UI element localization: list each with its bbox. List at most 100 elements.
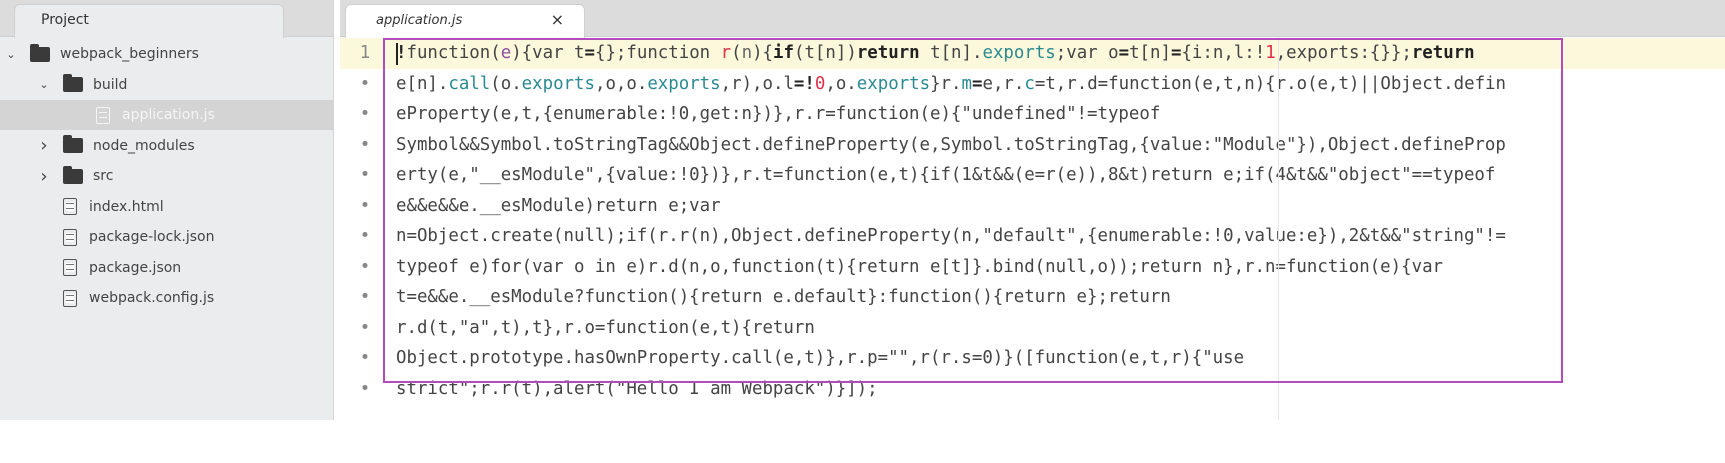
code-token: ,o,o.	[594, 73, 648, 94]
code-token: e[n].	[396, 73, 449, 94]
code-text: e&&e&&e.__esModule)return e;var	[396, 191, 721, 222]
line-number: •	[359, 195, 371, 216]
code-token: e	[500, 43, 512, 63]
code-line: • n=Object.create(null);if(r.r(n),Object.…	[340, 221, 1725, 252]
code-token: {};function	[594, 43, 721, 63]
code-token: =!	[793, 73, 815, 94]
folder-icon	[63, 165, 83, 184]
tree-item[interactable]: index.html	[0, 192, 333, 222]
code-token: eProperty(e,t,{enumerable:!0,get:n})},r.…	[396, 104, 1161, 124]
code-line: •Symbol&&Symbol.toStringTag&&Object.defi…	[340, 130, 1725, 161]
code-token: exports	[982, 43, 1056, 63]
folder-icon	[30, 43, 50, 62]
code-line: • e&&e&&e.__esModule)return e;var	[340, 191, 1725, 222]
line-number: •	[359, 226, 371, 246]
code-text: !function(e){var t={};function r(n){if(t…	[396, 38, 1475, 69]
editor-tab-bar: application.js ×	[340, 0, 1725, 38]
tree-item[interactable]: ⌄ build	[0, 70, 333, 100]
code-token: function(	[406, 43, 501, 63]
code-line: •eProperty(e,t,{enumerable:!0,get:n})},r…	[340, 99, 1725, 130]
tree-item[interactable]: webpack.config.js	[0, 283, 333, 313]
code-token: }r.	[930, 73, 962, 94]
code-token: ){var t	[511, 43, 585, 63]
chevron-down-icon[interactable]: ⌄	[6, 47, 16, 61]
code-text: strict";r.r(t),alert("Hello I am Webpack…	[396, 374, 878, 405]
tree-item-label: src	[93, 168, 114, 184]
code-token: e&&e&&e.__esModule)return e;var	[396, 195, 721, 216]
sidebar-tab-bar: Project	[0, 0, 333, 38]
tab-project-label: Project	[41, 12, 89, 28]
code-token: ,o.	[825, 73, 857, 94]
tree-item[interactable]: package.json	[0, 253, 333, 283]
tree-item[interactable]: ⌄webpack_beginners	[0, 39, 333, 69]
code-token: n=Object.create(null);if(r.r(n),Object.d…	[396, 226, 1506, 246]
code-line: •r.d(t,"a",t),t},r.o=function(e,t){retur…	[340, 313, 1725, 344]
code-token: {i:n,l:!	[1181, 43, 1266, 63]
code-token: e,r.	[982, 73, 1025, 94]
code-token: !	[396, 43, 407, 63]
code-line: • erty(e,"__esModule",{value:!0})},r.t=fu…	[340, 160, 1725, 191]
tab-application-js[interactable]: application.js ×	[345, 4, 585, 38]
line-number: •	[359, 287, 371, 307]
code-token: t[n]	[1129, 43, 1171, 63]
code-token: 1	[1265, 43, 1276, 63]
chevron-right-icon[interactable]: ›	[40, 165, 48, 187]
line-number: •	[359, 378, 371, 399]
code-token: return	[1411, 43, 1475, 63]
code-token: Symbol&&Symbol.toStringTag&&Object.defin…	[396, 134, 1506, 155]
code-line: •e[n].call(o.exports,o,o.exports,r),o.l=…	[340, 69, 1725, 100]
code-token: m	[961, 73, 972, 94]
file-icon	[63, 198, 77, 215]
code-token: c	[1024, 73, 1035, 94]
code-token: n	[741, 43, 753, 63]
folder-icon	[63, 135, 83, 153]
tree-item[interactable]: › node_modules	[0, 131, 333, 161]
tree-item[interactable]: › src	[0, 161, 333, 191]
code-line: • typeof e)for(var o in e)r.d(n,o,functio…	[340, 252, 1725, 283]
code-text: Symbol&&Symbol.toStringTag&&Object.defin…	[396, 130, 1506, 161]
line-number: •	[359, 256, 371, 277]
chevron-right-icon[interactable]: ›	[40, 135, 48, 156]
code-token: t=e&&e.__esModule?function(){return e.de…	[396, 287, 1171, 307]
folder-icon	[63, 74, 83, 92]
tree-item[interactable]: package-lock.json	[0, 222, 333, 252]
code-token: =	[584, 43, 595, 63]
code-token: ;var o	[1055, 43, 1119, 63]
code-text: erty(e,"__esModule",{value:!0})},r.t=fun…	[396, 160, 1495, 191]
code-line: • strict";r.r(t),alert("Hello I am Webpac…	[340, 374, 1725, 405]
line-number: •	[359, 348, 371, 368]
tree-item-label: application.js	[122, 107, 215, 123]
line-number: •	[359, 165, 371, 185]
line-number: •	[359, 317, 371, 338]
code-token: (	[731, 43, 742, 63]
code-token: 0	[814, 73, 826, 94]
text-cursor	[396, 43, 398, 65]
code-line: • t=e&&e.__esModule?function(){return e.d…	[340, 282, 1725, 313]
code-token: (o.	[490, 73, 522, 94]
tree-item-label: build	[93, 76, 128, 93]
close-icon[interactable]: ×	[550, 10, 564, 29]
tab-label: application.js	[376, 13, 463, 28]
tree-item-label: package-lock.json	[89, 229, 215, 245]
code-text: typeof e)for(var o in e)r.d(n,o,function…	[396, 252, 1443, 283]
code-token: Object.prototype.hasOwnProperty.call(e,t…	[396, 348, 1245, 368]
tree-item-label: node_modules	[93, 137, 195, 154]
code-token: if	[773, 43, 794, 63]
code-token: =	[1118, 43, 1130, 63]
chevron-down-icon[interactable]: ⌄	[39, 78, 49, 91]
file-icon	[63, 259, 77, 276]
tree-item[interactable]: application.js	[0, 100, 333, 130]
code-token: r	[720, 43, 732, 63]
file-icon	[96, 106, 110, 124]
file-icon	[63, 289, 77, 307]
code-token: exports	[647, 73, 721, 94]
code-text: Object.prototype.hasOwnProperty.call(e,t…	[396, 343, 1244, 374]
code-token: exports	[521, 73, 595, 94]
code-token: =t,r.d=function(e,t,n){r.o(e,t)||Object.…	[1034, 73, 1506, 94]
code-token: (t[n])	[793, 43, 857, 63]
tree-item-label: index.html	[89, 198, 164, 215]
tab-project[interactable]: Project	[14, 4, 284, 38]
code-text: eProperty(e,t,{enumerable:!0,get:n})},r.…	[396, 99, 1160, 130]
code-token: typeof e)for(var o in e)r.d(n,o,function…	[396, 256, 1444, 277]
